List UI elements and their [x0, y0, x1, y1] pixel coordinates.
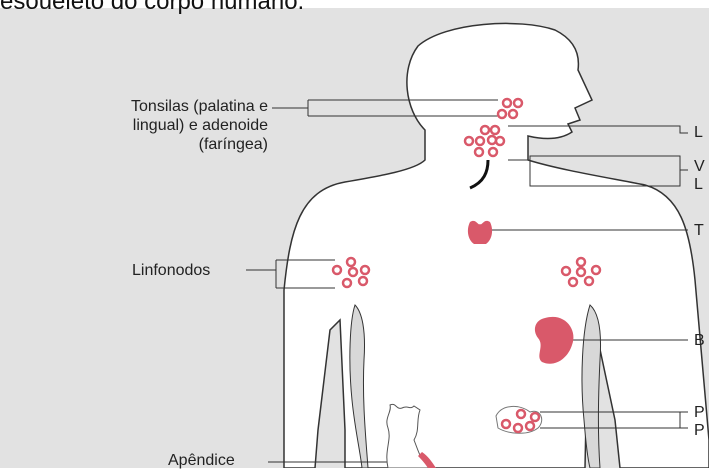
label-appendix: Apêndice [168, 451, 235, 470]
label-tonsils: Tonsilas (palatina e lingual) e adenoide… [60, 97, 268, 154]
label-lymph-nodes: Linfonodos [132, 261, 210, 280]
label-right-5b: P [694, 421, 705, 440]
label-right-2b: L [694, 175, 703, 194]
label-right-1: L [694, 123, 703, 142]
label-right-2a: V [694, 157, 705, 176]
label-right-3: T [694, 221, 704, 240]
label-right-4: B [694, 331, 705, 350]
thymus-shape [468, 221, 492, 244]
label-right-5a: P [694, 403, 705, 422]
body-outline [284, 23, 709, 468]
